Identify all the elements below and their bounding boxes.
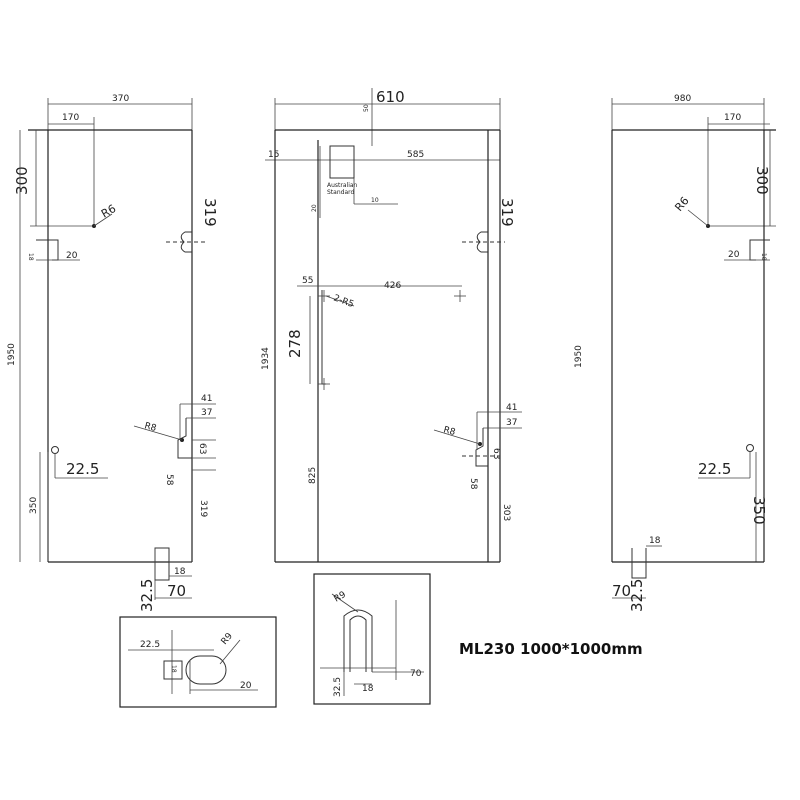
left-dim-170: 170 xyxy=(62,113,79,123)
left-width-label: 370 xyxy=(112,94,129,104)
middle-height-1934: 1934 xyxy=(261,347,271,370)
detail-b-drawing: R9 70 32.5 18 xyxy=(313,573,431,705)
middle-aus-line2: Standard xyxy=(327,189,354,196)
middle-dim-426: 426 xyxy=(384,281,401,291)
left-dim-18: 18 xyxy=(27,253,34,261)
middle-dim-825: 825 xyxy=(308,467,318,484)
left-r6: R6 xyxy=(99,202,118,221)
right-dim-300: 300 xyxy=(753,166,771,195)
detail-b-dim-70: 70 xyxy=(410,669,422,679)
right-dim-170: 170 xyxy=(724,113,741,123)
detail-b-dim-18: 18 xyxy=(362,684,374,694)
middle-dim-55: 55 xyxy=(302,276,313,286)
middle-dim-37: 37 xyxy=(506,418,517,428)
left-dim-18-bot: 18 xyxy=(174,567,186,577)
middle-dim-41: 41 xyxy=(506,403,517,413)
detail-a-drawing: 22.5 18 R9 20 xyxy=(119,616,277,708)
middle-width-label: 610 xyxy=(376,88,405,106)
detail-b-dim-32-5: 32.5 xyxy=(333,677,343,697)
middle-dim-585: 585 xyxy=(407,150,424,160)
right-panel-drawing: 980 170 300 R6 20 18 1950 22.5 350 18 70… xyxy=(574,94,776,612)
middle-panel-drawing: 610 50 15 585 Australian Standard 20 10 … xyxy=(261,88,522,563)
middle-r5: 2-R5 xyxy=(332,293,355,310)
right-height-1950: 1950 xyxy=(574,345,584,368)
detail-a-r9: R9 xyxy=(220,631,236,647)
left-dim-319-top: 319 xyxy=(201,198,219,227)
left-dim-37: 37 xyxy=(201,408,212,418)
left-panel-drawing: 370 170 300 R6 319 18 20 1950 41 xyxy=(7,94,219,612)
left-dim-63: 63 xyxy=(197,443,207,454)
left-dim-70: 70 xyxy=(167,582,186,600)
left-dim-41: 41 xyxy=(201,394,212,404)
left-r8: R8 xyxy=(143,421,157,434)
right-dim-20: 20 xyxy=(728,250,740,260)
right-dim-18-bot: 18 xyxy=(649,536,661,546)
middle-dim-303: 303 xyxy=(501,504,511,521)
left-dim-32-5: 32.5 xyxy=(138,579,156,612)
detail-b-r9: R9 xyxy=(333,590,349,605)
right-dim-32-5: 32.5 xyxy=(628,579,646,612)
left-dim-22-5: 22.5 xyxy=(66,460,99,478)
middle-dim-278: 278 xyxy=(286,329,304,358)
detail-a-dim-20: 20 xyxy=(240,681,252,691)
middle-dim-10: 10 xyxy=(371,197,379,204)
right-dim-70: 70 xyxy=(612,582,631,600)
left-height-1950: 1950 xyxy=(7,343,17,366)
model-caption: ML230 1000*1000mm xyxy=(459,640,643,658)
left-dim-300: 300 xyxy=(13,166,31,195)
right-dim-350: 350 xyxy=(750,496,768,525)
middle-dim-15: 15 xyxy=(268,150,279,160)
middle-dim-319: 319 xyxy=(498,198,516,227)
middle-dim-63: 63 xyxy=(491,448,501,459)
left-dim-350: 350 xyxy=(29,497,39,514)
middle-dim-20: 20 xyxy=(311,204,318,212)
middle-aus-line1: Australian xyxy=(327,182,358,189)
left-dim-20: 20 xyxy=(66,251,78,261)
detail-a-dim-18: 18 xyxy=(170,665,177,673)
detail-a-dim-22-5: 22.5 xyxy=(140,640,160,650)
left-dim-58: 58 xyxy=(164,474,174,486)
right-dim-18: 18 xyxy=(760,253,767,261)
right-dim-22-5: 22.5 xyxy=(698,460,731,478)
middle-dim-58: 58 xyxy=(468,478,478,490)
right-width-label: 980 xyxy=(674,94,691,104)
middle-dim-50: 50 xyxy=(363,104,370,112)
middle-r8: R8 xyxy=(442,425,456,438)
left-dim-319-bot: 319 xyxy=(198,500,208,517)
